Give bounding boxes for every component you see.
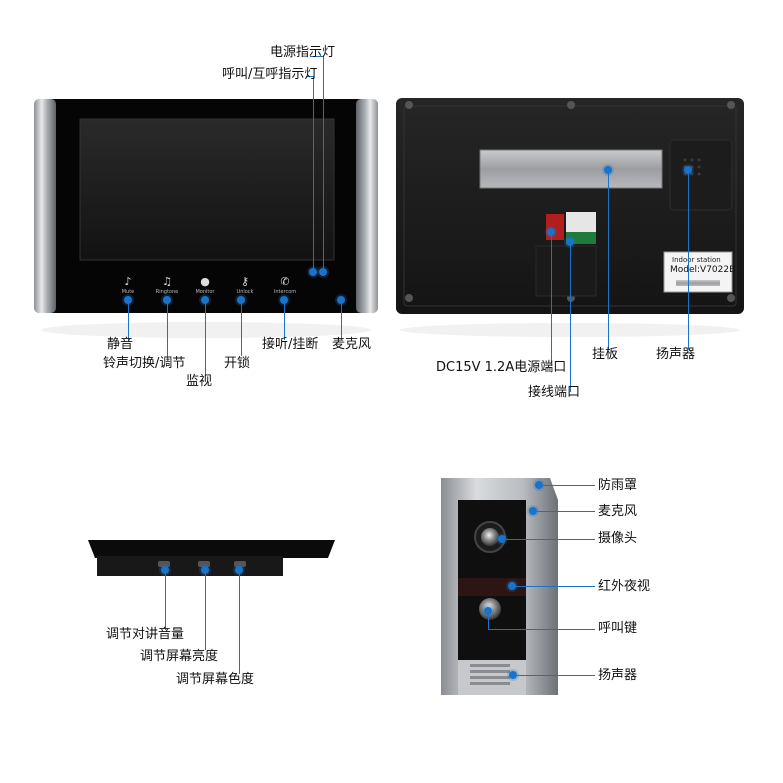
call-key-label: 呼叫键 [598, 621, 638, 636]
button-caption: Intercom [273, 289, 297, 295]
infrared-label: 红外夜视 [598, 579, 651, 594]
back-speaker-label: 扬声器 [656, 347, 696, 362]
outdoor-speaker-dot [509, 671, 517, 679]
button-caption: Monitor [195, 289, 215, 295]
power-indicator-dot [319, 268, 327, 276]
mute-label: 静音 [107, 337, 134, 352]
ringtone-label: 铃声切换/调节 [103, 356, 186, 371]
power-indicator-label: 电源指示灯 [270, 45, 336, 60]
call-indicator-label: 呼叫/互呼指示灯 [222, 67, 318, 82]
key-icon: ⚷ [240, 275, 250, 288]
camera-dot [498, 535, 506, 543]
wiring-port-label: 接线端口 [528, 385, 581, 400]
knob-brightness-label: 调节屏幕亮度 [140, 649, 219, 664]
unlock-label: 开锁 [224, 356, 251, 371]
button-caption: Ringtone [155, 289, 179, 295]
camera-label: 摄像头 [598, 531, 638, 546]
phone-icon: ✆ [280, 275, 290, 288]
music-note-icon: ♫ [162, 275, 172, 288]
microphone-label: 麦克风 [332, 337, 372, 352]
monitor-label: 监视 [186, 374, 213, 389]
knob-color-label: 调节屏幕色度 [176, 672, 255, 687]
person-icon: ● [200, 275, 210, 288]
rain-cover-dot [535, 481, 543, 489]
power-port-label: DC15V 1.2A电源端口 [436, 360, 567, 375]
button-caption: Unlock [236, 289, 254, 295]
knob-volume-label: 调节对讲音量 [106, 627, 185, 642]
bell-icon: ♪ [124, 275, 132, 288]
sticker-title: Indoor station [672, 256, 721, 264]
outdoor-mic-label: 麦克风 [598, 504, 638, 519]
outdoor-speaker-label: 扬声器 [598, 668, 638, 683]
hanging-plate-label: 挂板 [592, 347, 619, 362]
infrared-dot [508, 582, 516, 590]
rain-cover-label: 防雨罩 [598, 478, 638, 493]
outdoor-mic-dot [529, 507, 537, 515]
button-caption: Mute [121, 289, 135, 295]
intercom-label: 接听/挂断 [262, 337, 319, 352]
sticker-model: Model:V7022B [670, 265, 736, 275]
call-indicator-dot [309, 268, 317, 276]
